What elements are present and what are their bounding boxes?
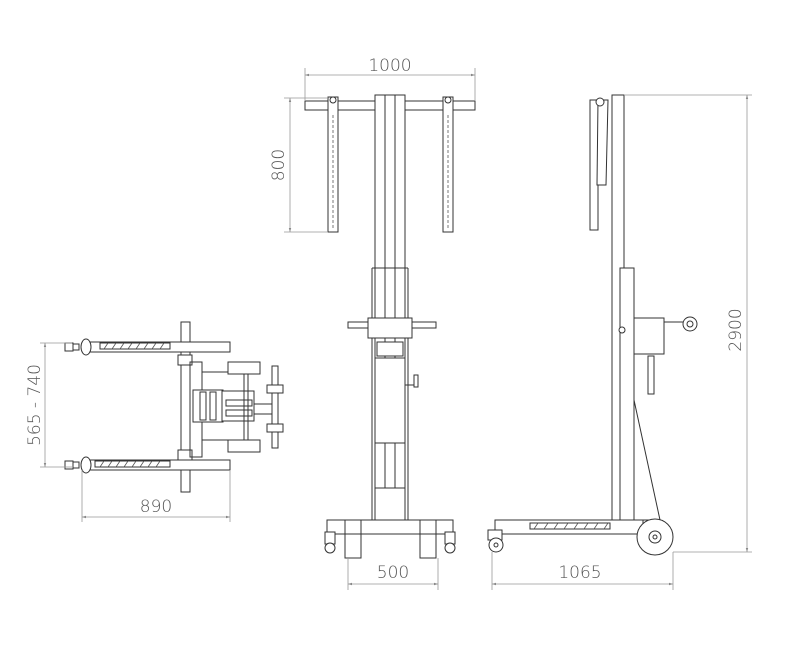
dimension-890: 890 [81,470,231,522]
top-view [64,321,284,493]
dimension-800: 800 [269,97,328,233]
dimension-label-565-740: 565 - 740 [25,364,45,446]
dimension-500: 500 [347,558,439,590]
dimension-label-500: 500 [377,563,409,583]
dimension-label-890: 890 [140,497,172,517]
dimension-1065: 1065 [491,552,674,590]
dimension-label-1065: 1065 [558,563,601,583]
dimension-label-2900: 2900 [726,308,746,351]
dimension-565-740: 565 - 740 [25,342,72,468]
dimension-2900: 2900 [624,94,752,553]
dimension-label-1000: 1000 [368,56,411,76]
front-view [304,94,476,559]
side-view [487,94,698,556]
dimension-1000: 1000 [304,56,476,101]
dimension-label-800: 800 [269,149,289,181]
